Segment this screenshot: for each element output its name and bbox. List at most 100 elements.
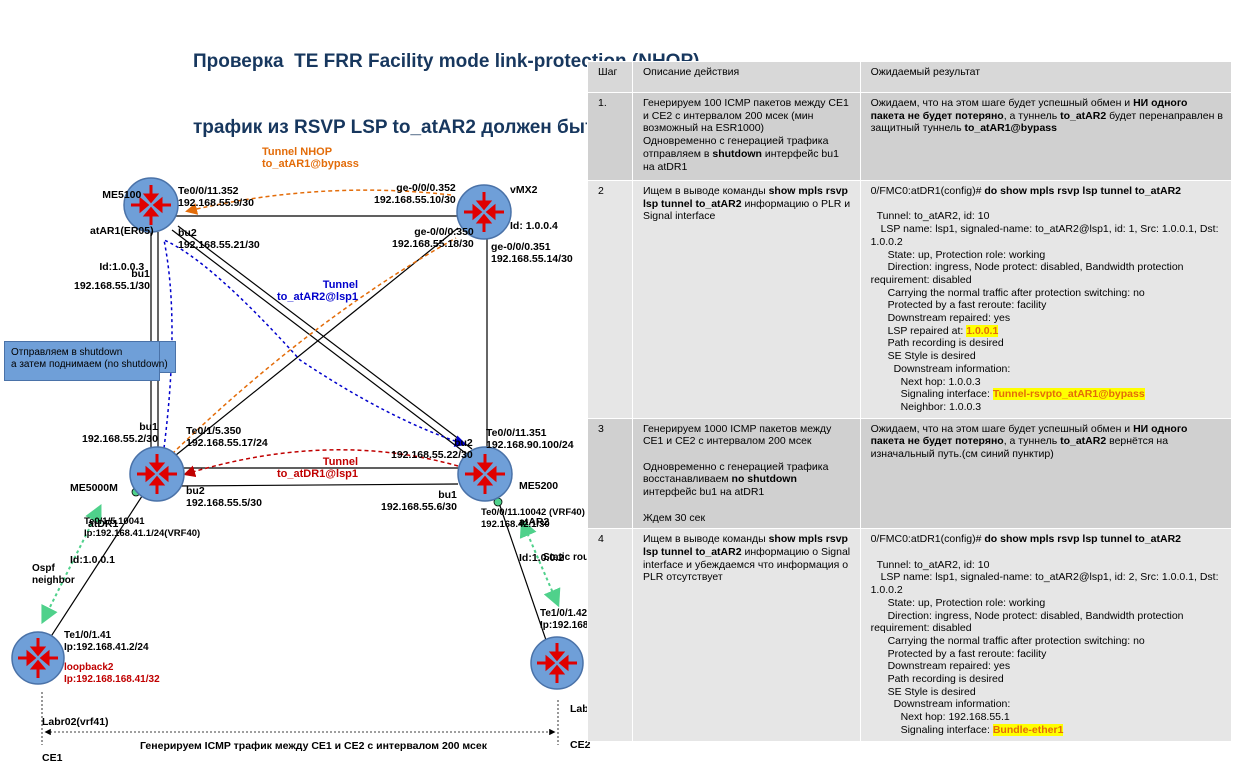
link-vmx-dr1-350: [175, 227, 459, 456]
link-label-dr1-te: Te0/1/5.350 192.168.55.17/24: [186, 425, 268, 449]
link-dr1-ar2-bu1-b: [177, 483, 459, 487]
step-number: 3: [587, 417, 633, 530]
result-text: вернётся на изначальный путь.(см синий п…: [870, 435, 1169, 461]
link-ar1-ar2-bu2-a: [171, 229, 469, 456]
cli-output-line: Next hop: 192.168.55.1: [900, 711, 1010, 724]
step-description: Ищем в выводе команды show mpls rsvp lsp…: [631, 528, 861, 742]
tunnel-dr1-label: Tunnel to_atDR1@lsp1: [277, 456, 359, 480]
shutdown-callout: Отправляем в shutdown а затем поднимаем …: [4, 341, 168, 381]
link-label-ar2-bu2: bu2 192.168.55.22/30: [391, 437, 473, 461]
step-expected-result: Ожидаем, что на этом шаге будет успешный…: [859, 417, 1233, 530]
cli-output-line: Path recording is desired: [887, 337, 1004, 350]
link-label-a1-te: Te0/0/11.352 192.168.55.9/30: [178, 185, 254, 209]
link-label-vmx-350: ge-0/0/0.350 192.168.55.18/30: [392, 226, 474, 250]
cli-prompt: 0/FMC0:atDR1(config)#: [870, 185, 985, 197]
result-text: НИ одного пакета не будет потеряно: [870, 422, 1188, 448]
ospf-neighbor-label: Ospf neighbor: [32, 563, 75, 586]
col-header-result: Ожидаемый результат: [859, 61, 1233, 93]
desc-text: Генерируем 100 ICMP пакетов между CE1 и …: [642, 97, 849, 135]
cli-output-line: Tunnel: to_atAR2, id: 10: [876, 210, 990, 223]
result-text: Ожидаем, что на этом шаге будет успешный…: [870, 97, 1134, 109]
tunnel-nhop-line-2: [171, 237, 457, 455]
link-label-a1-bu1: bu1 192.168.55.1/30: [74, 268, 150, 292]
table-header-row: Шаг Описание действия Ожидаемый результа…: [587, 61, 1233, 93]
desc-text: интерфейс bu1 на atDR1: [642, 486, 765, 499]
node-label-me5000m: ME5000M atDR1 Id:1.0.0.1: [70, 482, 119, 566]
steps-table: Шаг Описание действия Ожидаемый результа…: [587, 61, 1233, 742]
static-route-line: [519, 518, 561, 608]
link-label-vmx-352: ge-0/0/0.352 192.168.55.10/30: [374, 182, 456, 206]
link-label-vmx-351: ge-0/0/0.351 192.168.55.14/30: [491, 241, 573, 265]
desc-text: Ищем в выводе команды: [642, 185, 769, 197]
cli-output-line: Signaling interface: Bundle-ether1: [900, 723, 1064, 736]
result-text: будет перенаправлен в защитный туннель: [870, 109, 1223, 135]
cli-output-line: SE Style is desired: [887, 685, 976, 698]
cli-output-line: Downstream information:: [893, 362, 1011, 375]
step-number: 1.: [587, 92, 633, 181]
cli-prompt: 0/FMC0:atDR1(config)#: [870, 533, 985, 546]
tunnel-nhop-label: Tunnel NHOP to_atAR1@bypass: [262, 146, 359, 170]
network-diagram: ME5100 atAR1(ER05) Id:1.0.0.3 vMX2 Id: 1…: [0, 0, 637, 778]
cli-output-line: Neighbor: 1.0.0.3: [900, 400, 982, 413]
router-me5100: [123, 177, 179, 233]
highlighted-value: Bundle-ether1: [992, 723, 1064, 736]
cli-output-line: Downstream repaired: yes: [887, 312, 1011, 325]
desc-text: интерфейс bu1 на atDR1: [642, 147, 839, 173]
link-label-ce2-te: Te1/0/1.42 Ip:192.168.42.2/24: [540, 608, 625, 631]
desc-text: информацию о Signal interface и убеждаем…: [642, 545, 851, 584]
router-ce1: [11, 631, 65, 685]
cli-output-line: Protected by a fast reroute: facility: [887, 647, 1047, 660]
cli-output-line: State: up, Protection role: working: [887, 248, 1046, 261]
cli-output-line: Downstream information:: [893, 698, 1011, 711]
link-label-ce1-loopback: loopback2 Ip:192.168.168.41/32: [64, 662, 160, 685]
cli-output-line: LSP repaired at: 1.0.0.1: [887, 324, 999, 337]
cli-output-line: Direction: ingress, Node protect: disabl…: [870, 261, 1184, 286]
step-description: Ищем в выводе команды show mpls rsvp lsp…: [631, 180, 861, 419]
link-label-ar2-te: Te0/0/11.351 192.168.90.100/24: [486, 427, 574, 451]
cli-output-line: Next hop: 1.0.0.3: [900, 375, 981, 388]
desc-text: информацию о PLR и Signal interface: [642, 197, 851, 223]
cli-output-line: Signaling interface: Tunnel-rsvpto_atAR1…: [900, 388, 1145, 401]
cli-output-line: Protected by a fast reroute: facility: [887, 299, 1047, 312]
desc-text: Ищем в выводе команды: [642, 533, 769, 546]
highlighted-value: Tunnel-rsvpto_atAR1@bypass: [992, 388, 1145, 401]
router-vmx2: [456, 184, 512, 240]
result-text: to_atAR1@bypass: [964, 122, 1057, 135]
col-header-desc: Описание действия: [631, 61, 861, 93]
step-number: 2: [587, 180, 633, 419]
highlighted-value: 1.0.0.1: [966, 324, 999, 337]
cli-output-line: LSP name: lsp1, signaled-name: to_atAR2@…: [870, 223, 1219, 248]
cli-output-line: State: up, Protection role: working: [887, 596, 1046, 609]
result-text: to_atAR2: [1060, 435, 1107, 448]
desc-text: Одновременно с генерацией трафика восста…: [642, 460, 829, 486]
cli-command: do show mpls rsvp lsp tunnel to_atAR2: [984, 533, 1181, 546]
desc-text: show mpls rsvp lsp tunnel to_atAR2: [642, 185, 848, 210]
cli-output-line: [871, 546, 1223, 559]
table-row: 1.Генерируем 100 ICMP пакетов между CE1 …: [587, 92, 1233, 181]
link-label-ar2-bu1: bu1 192.168.55.6/30: [381, 489, 457, 513]
step-expected-result: 0/FMC0:atDR1(config)# do show mpls rsvp …: [859, 528, 1233, 742]
cli-command: do show mpls rsvp lsp tunnel to_atAR2: [984, 185, 1181, 197]
bottom-note: Генерируем ICMP трафик между CE1 и CE2 с…: [140, 740, 487, 752]
col-header-step: Шаг: [587, 61, 633, 93]
desc-text: show mpls rsvp lsp tunnel to_atAR2: [642, 533, 848, 558]
cli-output-line: LSP name: lsp1, signaled-name: to_atAR2@…: [870, 571, 1219, 597]
router-ce2: [530, 636, 584, 690]
callout-pointer: [160, 341, 176, 373]
tunnel-dr1-line: [183, 449, 459, 478]
cli-output-line: Downstream repaired: yes: [887, 660, 1011, 673]
link-label-ar2-vrf: Te0/0/11.10042 (VRF40) 192.168.42.1/30: [481, 507, 585, 530]
node-label-ce1: Labr02(vrf41) CE1: [42, 716, 109, 764]
desc-text: Генерируем 1000 ICMP пакетов между CE1 и…: [642, 422, 832, 448]
link-label-a1-bu2: bu2 192.168.55.21/30: [178, 227, 260, 251]
table-row: 3 Генерируем 1000 ICMP пакетов между CE1 …: [587, 417, 1233, 530]
node-label-me5200: ME5200 atAR2 Id:1.0.0.2: [519, 480, 564, 564]
cli-output-line: Path recording is desired: [887, 673, 1004, 686]
cli-output-line: Tunnel: to_atAR2, id: 10: [876, 558, 990, 571]
router-me5200: [457, 446, 513, 502]
cli-output-line: Direction: ingress, Node protect: disabl…: [870, 609, 1184, 635]
cli-output-line: Carrying the normal traffic after protec…: [887, 634, 1145, 647]
network-diagram-svg: [11, 177, 584, 745]
ospf-neighbor-line: [41, 504, 102, 625]
